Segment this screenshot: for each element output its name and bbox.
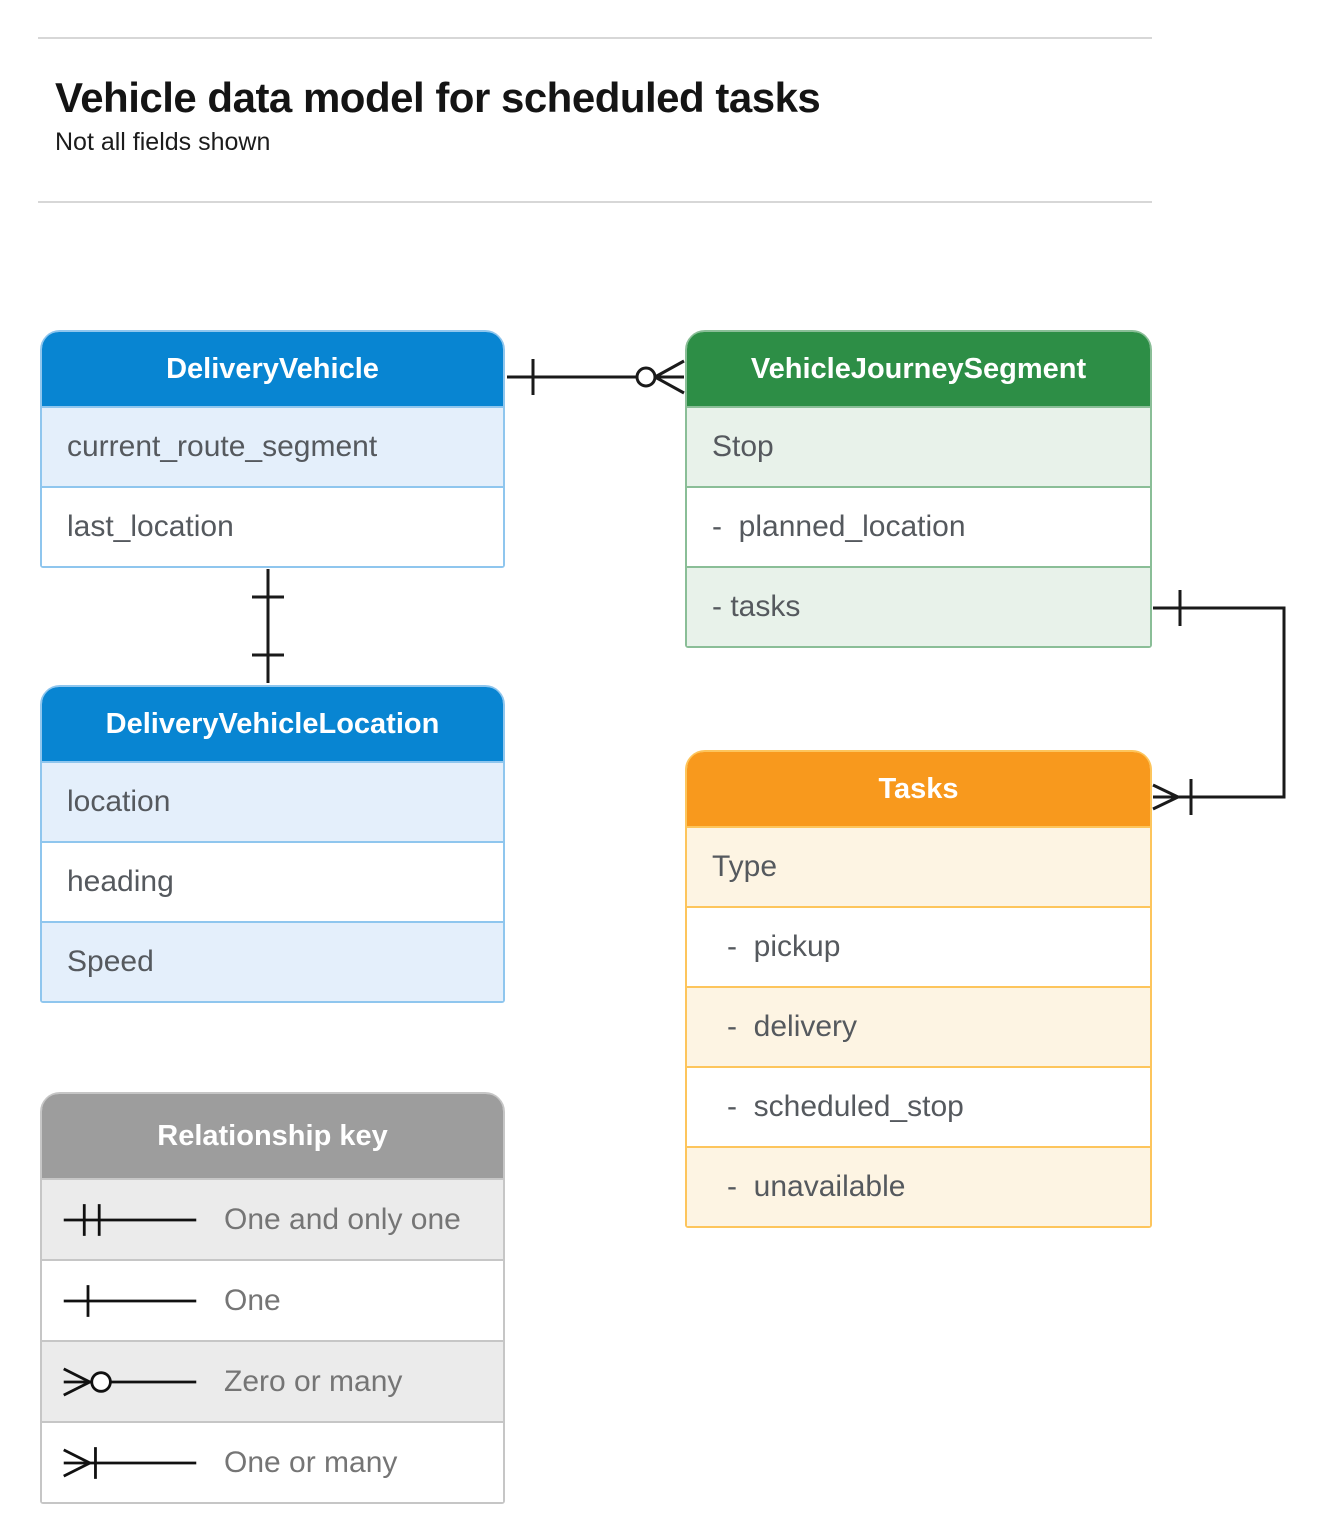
field-row: - scheduled_stop: [687, 1066, 1150, 1146]
entity-title: Tasks: [878, 772, 959, 805]
field-label: Stop: [712, 430, 774, 463]
delivery-vehicle-location-header: DeliveryVehicleLocation: [42, 687, 503, 761]
zero-or-many-icon: [60, 1360, 200, 1404]
field-label: heading: [67, 865, 174, 898]
legend-row: Zero or many: [42, 1340, 503, 1421]
field-label: - unavailable: [727, 1170, 906, 1203]
legend-label: Zero or many: [224, 1364, 403, 1398]
delivery-vehicle-header: DeliveryVehicle: [42, 332, 503, 406]
one-or-many-icon: [60, 1441, 200, 1485]
field-row: - planned_location: [687, 486, 1150, 566]
entity-title: DeliveryVehicleLocation: [105, 707, 440, 740]
field-row: - unavailable: [687, 1146, 1150, 1226]
legend-label: One and only one: [224, 1202, 461, 1236]
tasks-header: Tasks: [687, 752, 1150, 826]
relationship-key-title: Relationship key: [157, 1119, 388, 1152]
field-row: last_location: [42, 486, 503, 566]
field-label: - scheduled_stop: [727, 1090, 964, 1123]
field-label: - delivery: [727, 1010, 858, 1043]
legend-row: One and only one: [42, 1178, 503, 1259]
page-title: Vehicle data model for scheduled tasks: [55, 74, 821, 121]
field-row: - delivery: [687, 986, 1150, 1066]
subtitle-rule: [38, 201, 1152, 203]
legend-row: One: [42, 1259, 503, 1340]
field-row: - tasks: [687, 566, 1150, 646]
field-row: current_route_segment: [42, 406, 503, 486]
entity-title: VehicleJourneySegment: [750, 352, 1087, 385]
field-row: - pickup: [687, 906, 1150, 986]
field-row: Speed: [42, 921, 503, 1001]
field-row: location: [42, 761, 503, 841]
field-label: last_location: [67, 510, 234, 543]
top-rule: [38, 37, 1152, 39]
legend-row: One or many: [42, 1421, 503, 1502]
field-row: heading: [42, 841, 503, 921]
field-label: - tasks: [712, 590, 801, 623]
entity-title: DeliveryVehicle: [166, 352, 379, 385]
one-and-only-one-icon: [60, 1198, 200, 1242]
field-label: Type: [712, 850, 778, 883]
legend-label: One: [224, 1283, 281, 1317]
field-label: location: [67, 785, 171, 818]
one-icon: [60, 1279, 200, 1323]
field-label: current_route_segment: [67, 430, 378, 463]
field-row: Type: [687, 826, 1150, 906]
vehicle-journey-segment-header: VehicleJourneySegment: [687, 332, 1150, 406]
relationship-key-header: Relationship key: [42, 1094, 503, 1178]
connector-deliveryvehicle-to-vehiclejourneysegment: [507, 359, 685, 395]
connector-deliveryvehicle-to-deliveryvehiclelocation: [252, 569, 284, 683]
field-label: - planned_location: [712, 510, 966, 543]
connector-vehiclejourneysegment-to-tasks: [1152, 590, 1286, 815]
page-subtitle: Not all fields shown: [55, 128, 271, 156]
field-row: Stop: [687, 406, 1150, 486]
field-label: - pickup: [727, 930, 841, 963]
legend-label: One or many: [224, 1445, 398, 1479]
field-label: Speed: [67, 945, 154, 978]
